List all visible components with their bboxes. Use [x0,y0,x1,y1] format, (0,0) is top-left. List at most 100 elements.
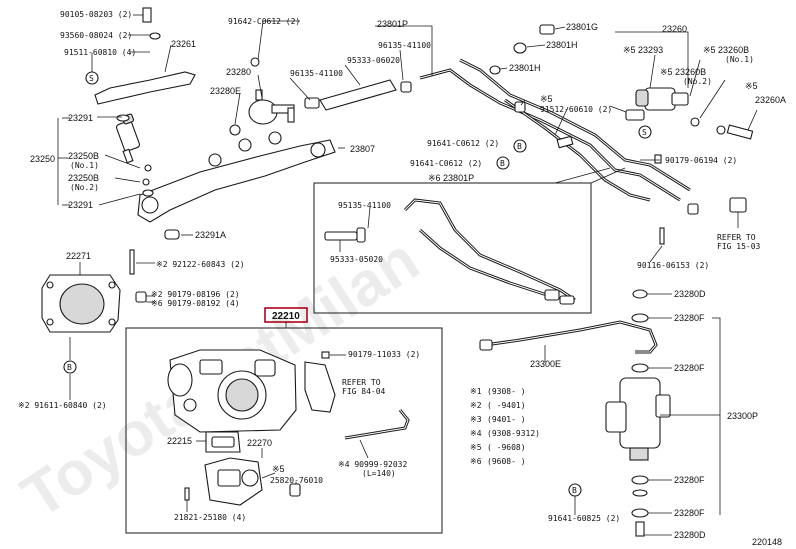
screw-21821[interactable] [184,487,190,501]
label-23280f-4[interactable]: 23280F [674,508,705,518]
label-23801h-2[interactable]: 23801H [509,63,541,73]
label-95333[interactable]: 95333-06020 [347,56,400,65]
label-23801g[interactable]: 23801G [566,22,598,32]
label-92122[interactable]: ※2 92122-60843 (2) [156,260,245,269]
label-23260b-2-no: (No.2) [683,77,712,86]
clamp-23280f-4[interactable] [631,508,649,518]
label-91641-b[interactable]: 91641-C0612 (2) [410,159,482,168]
label-refer-84-04[interactable]: REFER TO [342,378,381,387]
legend-row-6: ※6 (9608- ) [470,457,526,466]
label-22270[interactable]: 22270 [247,438,272,448]
label-23291a[interactable]: 23291A [195,230,226,240]
label-23280f-2[interactable]: 23280F [674,363,705,373]
label-90105[interactable]: 90105-08203 (2) [60,10,132,19]
damper-23260[interactable] [635,87,689,111]
label-23260a[interactable]: 23260A [755,95,786,105]
hose-23801g[interactable] [539,24,555,35]
label-23280f-1[interactable]: 23280F [674,313,705,323]
label-23260b-2[interactable]: ※5 23260B [660,67,706,77]
label-23280d-2[interactable]: 23280D [674,530,706,540]
label-23260b-1[interactable]: ※5 23260B [703,45,749,55]
label-23291[interactable]: 23291 [68,113,93,123]
damper-23293[interactable] [625,109,645,121]
label-23250b-2[interactable]: 23250B [68,173,99,183]
clamp-23801h-1[interactable] [513,42,527,54]
label-91641-60825[interactable]: 91641-60825 (2) [548,514,620,523]
bolt-23260a[interactable] [726,124,754,140]
label-23280[interactable]: 23280 [226,67,251,77]
throttle-body-22210[interactable] [167,349,297,433]
label-21821[interactable]: 21821-25180 (4) [174,513,246,522]
clamp-23801h-2[interactable] [489,65,501,75]
stud-92122[interactable] [129,249,135,275]
label-23801p[interactable]: 23801P [377,19,408,29]
label-91512[interactable]: 91512-60610 (2) [540,105,612,114]
label-23291-b[interactable]: 23291 [68,200,93,210]
label-23801p-inset[interactable]: ※6 23801P [428,173,474,183]
clamp-23280d-bottom[interactable] [635,521,645,537]
label-22271[interactable]: 22271 [66,251,91,261]
clamp-95135[interactable] [356,227,366,243]
oring-23280e[interactable] [229,124,241,136]
fuel-hose-23300e[interactable] [484,320,658,354]
pressure-regulator-23280[interactable] [248,89,295,125]
label-refer-15-03[interactable]: REFER TO [717,233,756,242]
label-23807[interactable]: 23807 [350,144,375,154]
label-23261[interactable]: 23261 [171,39,196,49]
label-fig-84-04[interactable]: FIG 84-04 [342,387,386,396]
label-23250b-1[interactable]: 23250B [68,151,99,161]
label-96135-b[interactable]: 96135-41100 [378,41,431,50]
clamp-23280f-3[interactable] [631,475,649,485]
leaders-throttle [186,354,369,512]
label-23250[interactable]: 23250 [30,154,55,164]
clamp-23280d-top[interactable] [632,289,648,299]
fuel-pump-23300p[interactable] [605,377,671,461]
label-91511[interactable]: 91511-60810 (4) [64,48,136,57]
label-23280e[interactable]: 23280E [210,86,241,96]
clamp-23280f-2[interactable] [631,363,649,373]
label-91641-a[interactable]: 91641-C0612 (2) [427,139,499,148]
label-90179-08192[interactable]: ※6 90179-08192 (4) [151,299,240,308]
label-90116[interactable]: 90116-06153 (2) [637,261,709,270]
label-93560[interactable]: 93560-08024 (2) [60,31,132,40]
label-91642[interactable]: 91642-C0612 (2) [228,17,300,26]
sensor-25820[interactable] [289,483,301,497]
label-23260[interactable]: 23260 [662,24,687,34]
throttle-sensor-ref84[interactable] [304,361,336,413]
bracket-23261[interactable] [94,71,196,105]
label-95135[interactable]: 95135-41100 [338,201,391,210]
label-22215[interactable]: 22215 [167,436,192,446]
label-23293[interactable]: ※5 23293 [623,45,663,55]
label-90999[interactable]: ※4 90999-92032 [338,460,408,469]
label-96135-a[interactable]: 96135-41100 [290,69,343,78]
label-23280f-3[interactable]: 23280F [674,475,705,485]
label-23801h-1[interactable]: 23801H [546,40,578,50]
nut-90179[interactable] [135,291,147,303]
label-25820[interactable]: 25820-76010 [270,476,323,485]
label-90179-08196[interactable]: ※2 90179-08196 (2) [151,290,240,299]
delivery-pipe-23807[interactable] [137,139,336,223]
svg-text:B: B [517,142,522,151]
label-23280d-1[interactable]: 23280D [674,289,706,299]
hose-90999[interactable] [344,409,410,440]
seal-93560[interactable] [149,32,161,40]
label-fig-15-03[interactable]: FIG 15-03 [717,242,761,251]
label-95333-05020[interactable]: 95333-05020 [330,255,383,264]
fitting-fig15[interactable] [729,197,747,213]
bolt-90105[interactable] [142,7,152,23]
label-90179-06194[interactable]: 90179-06194 (2) [665,156,737,165]
clip-23291a[interactable] [164,229,180,240]
regulator-group [229,24,699,215]
hose-95333-05020[interactable] [324,231,358,241]
injector-23250[interactable] [115,113,141,164]
bolt-90079[interactable] [321,351,330,359]
hose-95333[interactable] [319,79,397,111]
label-23300p[interactable]: 23300P [727,411,758,421]
label-90079[interactable]: 90179-11033 (2) [348,350,420,359]
label-91611[interactable]: ※2 91611-60840 (2) [18,401,107,410]
label-22210-highlighted[interactable]: 22210 [272,311,300,322]
label-23300e[interactable]: 23300E [530,359,561,369]
clamp-96135[interactable] [304,97,320,109]
clamp-23280f-1[interactable] [631,313,649,323]
